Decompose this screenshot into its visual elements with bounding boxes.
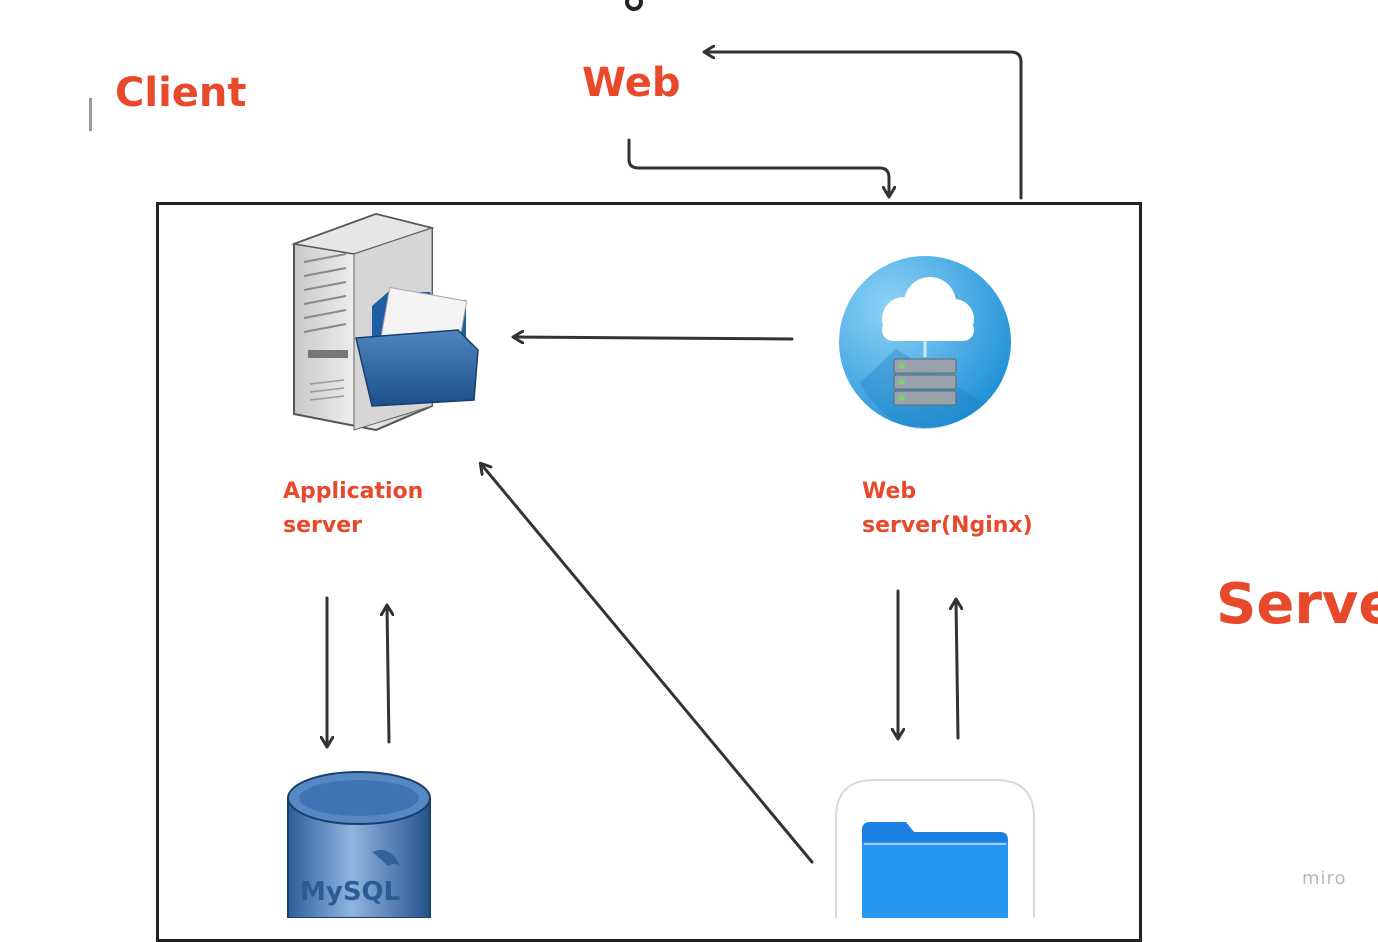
server-label: Serve: [1216, 572, 1378, 637]
client-label: Client: [115, 70, 247, 116]
arrow-files-to-webserver: [956, 600, 958, 740]
web-server-label-line1: Web: [862, 479, 917, 504]
arrow-db-to-appserver: [387, 606, 389, 744]
blue-folder-icon: [835, 779, 1035, 918]
server-with-folder-icon: [291, 212, 479, 432]
text-cursor: [89, 98, 92, 131]
arrow-webserver-to-appserver: [514, 337, 794, 339]
arrow-server-to-web: [705, 52, 1023, 200]
mysql-database-icon: MySQL: [287, 771, 431, 918]
cloud-server-icon: [839, 256, 1011, 429]
arrow-web-to-webserver: [627, 138, 889, 196]
clipped-top-glyph: [625, 0, 643, 11]
web-label: Web: [582, 60, 681, 106]
web-server-label-line2: server(Nginx): [862, 513, 1033, 538]
app-server-label-line2: server: [283, 513, 362, 538]
miro-watermark: miro: [1302, 868, 1347, 889]
arrow-files-to-appserver: [481, 464, 814, 864]
connector-arrows: [0, 0, 1023, 864]
app-server-label-line1: Application: [283, 479, 424, 504]
mysql-logo-text: MySQL: [300, 877, 400, 907]
